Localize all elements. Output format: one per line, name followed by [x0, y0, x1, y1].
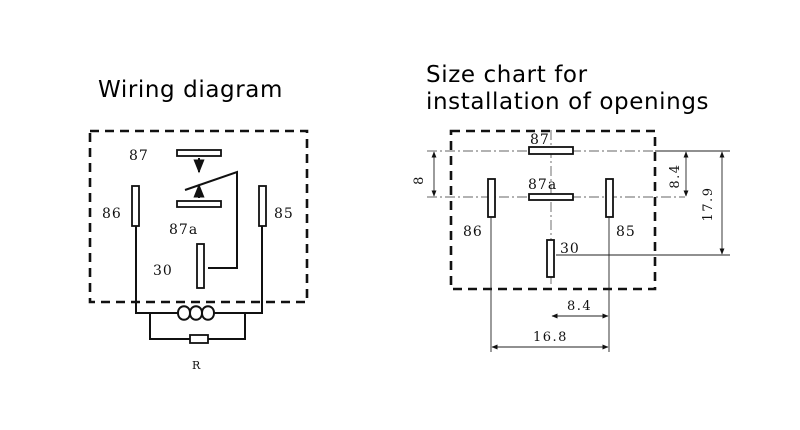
slot-86 [487, 178, 496, 218]
coil-loop-1 [177, 305, 192, 321]
slot-label-30: 30 [560, 241, 580, 257]
size-chart: Size chart for installation of openings … [412, 62, 730, 352]
slot-label-87a: 87a [528, 177, 557, 193]
pin-label-87: 87 [129, 148, 149, 164]
coil-wire-85 [222, 226, 263, 314]
resistor-wire-right [208, 313, 246, 340]
relay-housing-outline [88, 129, 309, 304]
pin-label-30: 30 [153, 263, 173, 279]
pin-label-85: 85 [274, 206, 294, 222]
size-chart-title-line2: installation of openings [426, 89, 709, 115]
terminal-87 [176, 149, 222, 157]
switch-arm [184, 170, 238, 269]
dim-label-left-8: 8 [412, 175, 427, 185]
pin-label-87a: 87a [169, 222, 198, 238]
terminal-30 [196, 243, 205, 289]
size-chart-title-line1: Size chart for [426, 62, 588, 88]
resistor-label: R [192, 359, 201, 372]
coil-wire-86 [135, 226, 178, 314]
dim-label-bottom-16-8: 16.8 [533, 330, 568, 345]
slot-label-85: 85 [616, 224, 636, 240]
slot-87 [528, 146, 574, 155]
wiring-diagram: Wiring diagram 87 86 87a 85 30 R [88, 77, 309, 372]
slot-30 [546, 239, 555, 278]
slot-87a [528, 193, 574, 201]
dim-label-right-17-9: 17.9 [701, 187, 716, 222]
slot-label-86: 86 [463, 224, 483, 240]
dim-label-right-8-4: 8.4 [668, 163, 683, 188]
resistor-wire-left [149, 313, 190, 340]
opening-outline [449, 129, 657, 291]
wiring-diagram-title: Wiring diagram [98, 77, 283, 103]
dim-label-bottom-8-4: 8.4 [567, 299, 592, 314]
resistor-body [189, 334, 209, 344]
terminal-86 [131, 185, 140, 227]
pin-label-86: 86 [102, 206, 122, 222]
terminal-87a [176, 200, 222, 208]
coil-loop-3 [201, 305, 216, 321]
terminal-85 [258, 185, 267, 227]
coil-loop-2 [189, 305, 204, 321]
slot-label-87: 87 [530, 132, 550, 148]
slot-85 [605, 178, 614, 218]
